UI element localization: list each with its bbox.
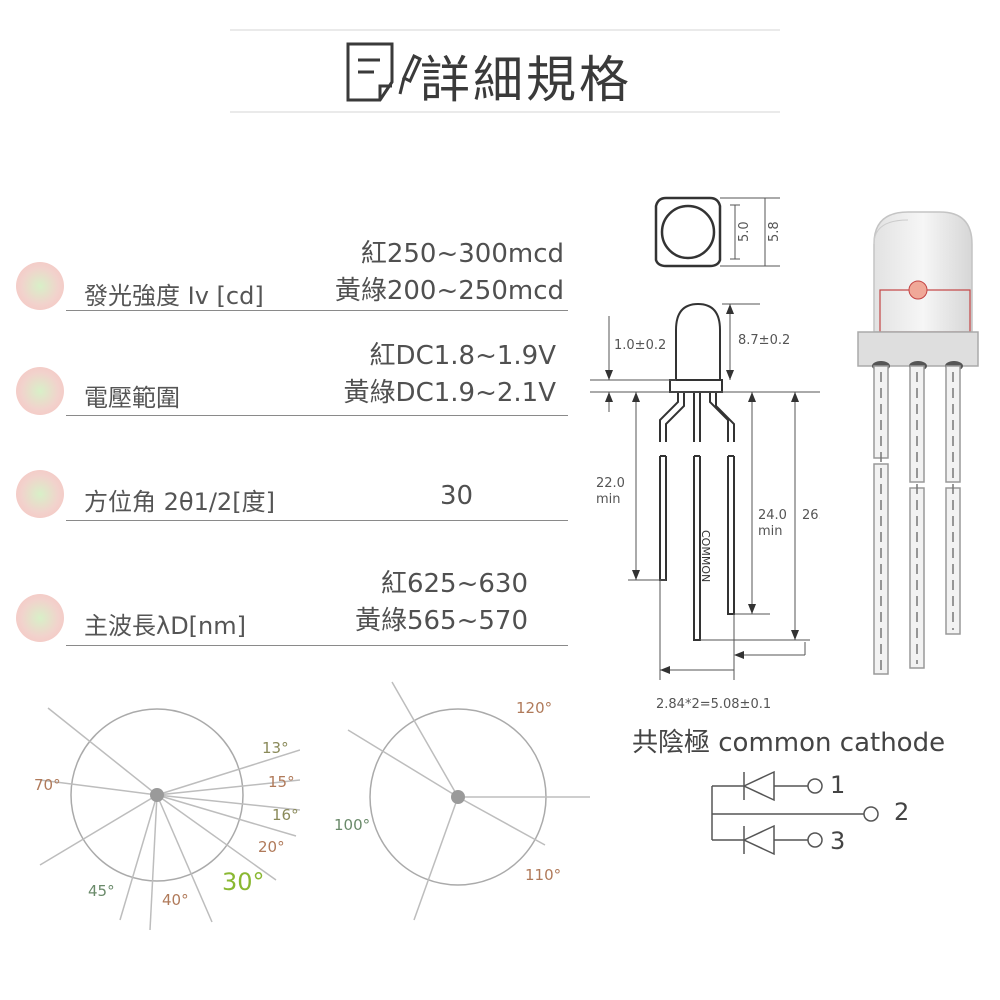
viewing-angle-chart-2: 120° 100° 110° — [334, 681, 590, 921]
pin-2-label: 2 — [894, 798, 909, 826]
bullet-dot — [16, 470, 64, 518]
dim-pitch: 2.84*2=5.08±0.1 — [656, 697, 771, 712]
divider — [66, 415, 568, 416]
dim-22-0: 22.0 — [596, 476, 625, 491]
spec-value-line: 紅250~300mcd — [360, 239, 564, 269]
dim-24-0: 24.0 — [758, 508, 787, 523]
divider — [66, 310, 568, 311]
bullet-dot — [16, 262, 64, 310]
dim-24-min: min — [758, 524, 783, 539]
divider — [66, 645, 568, 646]
document-pen-icon — [346, 42, 422, 102]
led-3d-illustration — [857, 211, 979, 675]
spec-label-wavelength: 主波長λD[nm] — [84, 612, 246, 640]
angle-label-45: 45° — [88, 882, 115, 900]
common-cathode-circuit: 1 2 3 — [711, 770, 909, 856]
dim-5-8: 5.8 — [767, 221, 782, 242]
spec-label-angle: 方位角 2θ1/2[度] — [84, 488, 275, 516]
angle-label-30: 30° — [222, 868, 265, 896]
spec-value-line: 黃綠DC1.9~2.1V — [343, 378, 556, 408]
common-lead-label: COMMON — [699, 530, 712, 582]
dimension-drawing: 5.0 5.8 — [590, 196, 820, 712]
angle-label-40: 40° — [162, 891, 189, 909]
led-side-view — [659, 302, 735, 641]
dim-5-0: 5.0 — [737, 221, 752, 242]
pin-1-label: 1 — [830, 771, 845, 799]
header-decoration — [230, 29, 780, 113]
spec-value-wavelength: 紅625~630 黃綠565~570 — [355, 566, 528, 640]
spec-label-voltage: 電壓範圍 — [84, 384, 180, 412]
viewing-angle-chart-1: 70° 13° 15° 16° 20° 30° 45° 40° — [34, 707, 300, 931]
angle-label-110: 110° — [525, 866, 561, 884]
angle-label-120: 120° — [516, 699, 552, 717]
bullet-dot — [16, 594, 64, 642]
angle-label-16: 16° — [272, 806, 299, 824]
spec-value-line: 黃綠565~570 — [354, 606, 528, 636]
spec-value-line: 30 — [440, 481, 474, 511]
led-top-view: 5.0 5.8 — [654, 196, 782, 268]
dim-22-min: min — [596, 492, 621, 507]
angle-label-15: 15° — [268, 773, 295, 791]
dim-1-0: 1.0±0.2 — [614, 338, 666, 353]
angle-label-70: 70° — [34, 776, 61, 794]
spec-value-line: 黃綠200~250mcd — [334, 276, 564, 306]
spec-value-angle: 30 — [440, 478, 473, 515]
angle-label-20: 20° — [258, 838, 285, 856]
spec-value-intensity: 紅250~300mcd 黃綠200~250mcd — [335, 236, 564, 310]
page-title: 詳細規格 — [420, 51, 632, 109]
dim-8-7: 8.7±0.2 — [738, 333, 790, 348]
angle-label-13: 13° — [262, 739, 289, 757]
circuit-title: 共陰極 common cathode — [632, 728, 946, 758]
pin-3-label: 3 — [830, 827, 845, 855]
spec-value-line: 紅DC1.8~1.9V — [369, 341, 556, 371]
angle-label-100: 100° — [334, 816, 370, 834]
spec-value-voltage: 紅DC1.8~1.9V 黃綠DC1.9~2.1V — [344, 338, 556, 412]
spec-label-intensity: 發光強度 Iv [cd] — [84, 282, 264, 310]
spec-value-line: 紅625~630 — [380, 569, 528, 599]
bullet-dot — [16, 367, 64, 415]
divider — [66, 520, 568, 521]
